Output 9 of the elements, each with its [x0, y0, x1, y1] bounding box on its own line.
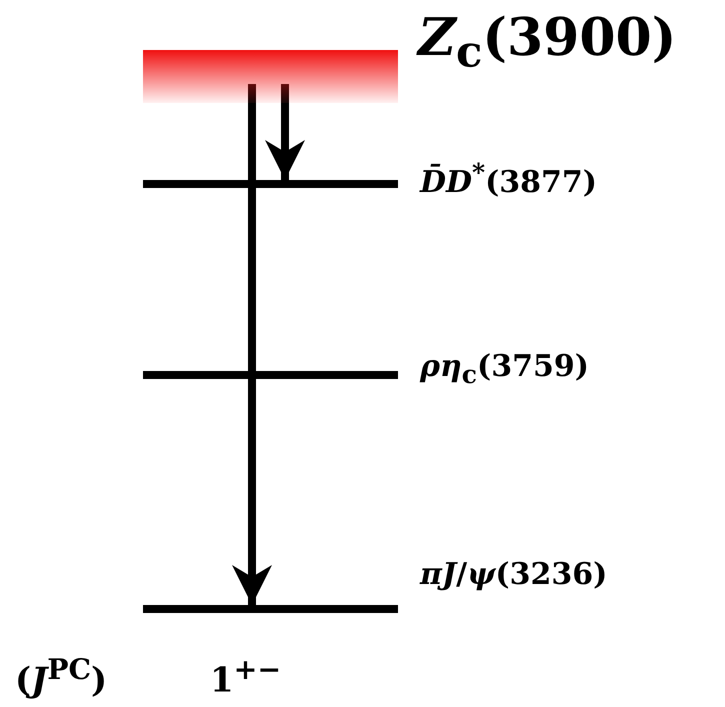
arrow [265, 84, 305, 180]
state-label: ρη$_{c}$(3759) [420, 352, 589, 387]
state-label: D̄D$^{*}$(3877) [420, 160, 597, 198]
state-label: πJ/ψ(3236) [420, 560, 608, 590]
arrow [232, 84, 272, 605]
quantum-number-label: (J$^{PC}$) [15, 655, 108, 698]
quantum-number-value: 1$^{+−}$ [210, 655, 282, 698]
state-label: Z$_{c}$(3900) [418, 12, 676, 74]
resonance-band [143, 50, 398, 103]
